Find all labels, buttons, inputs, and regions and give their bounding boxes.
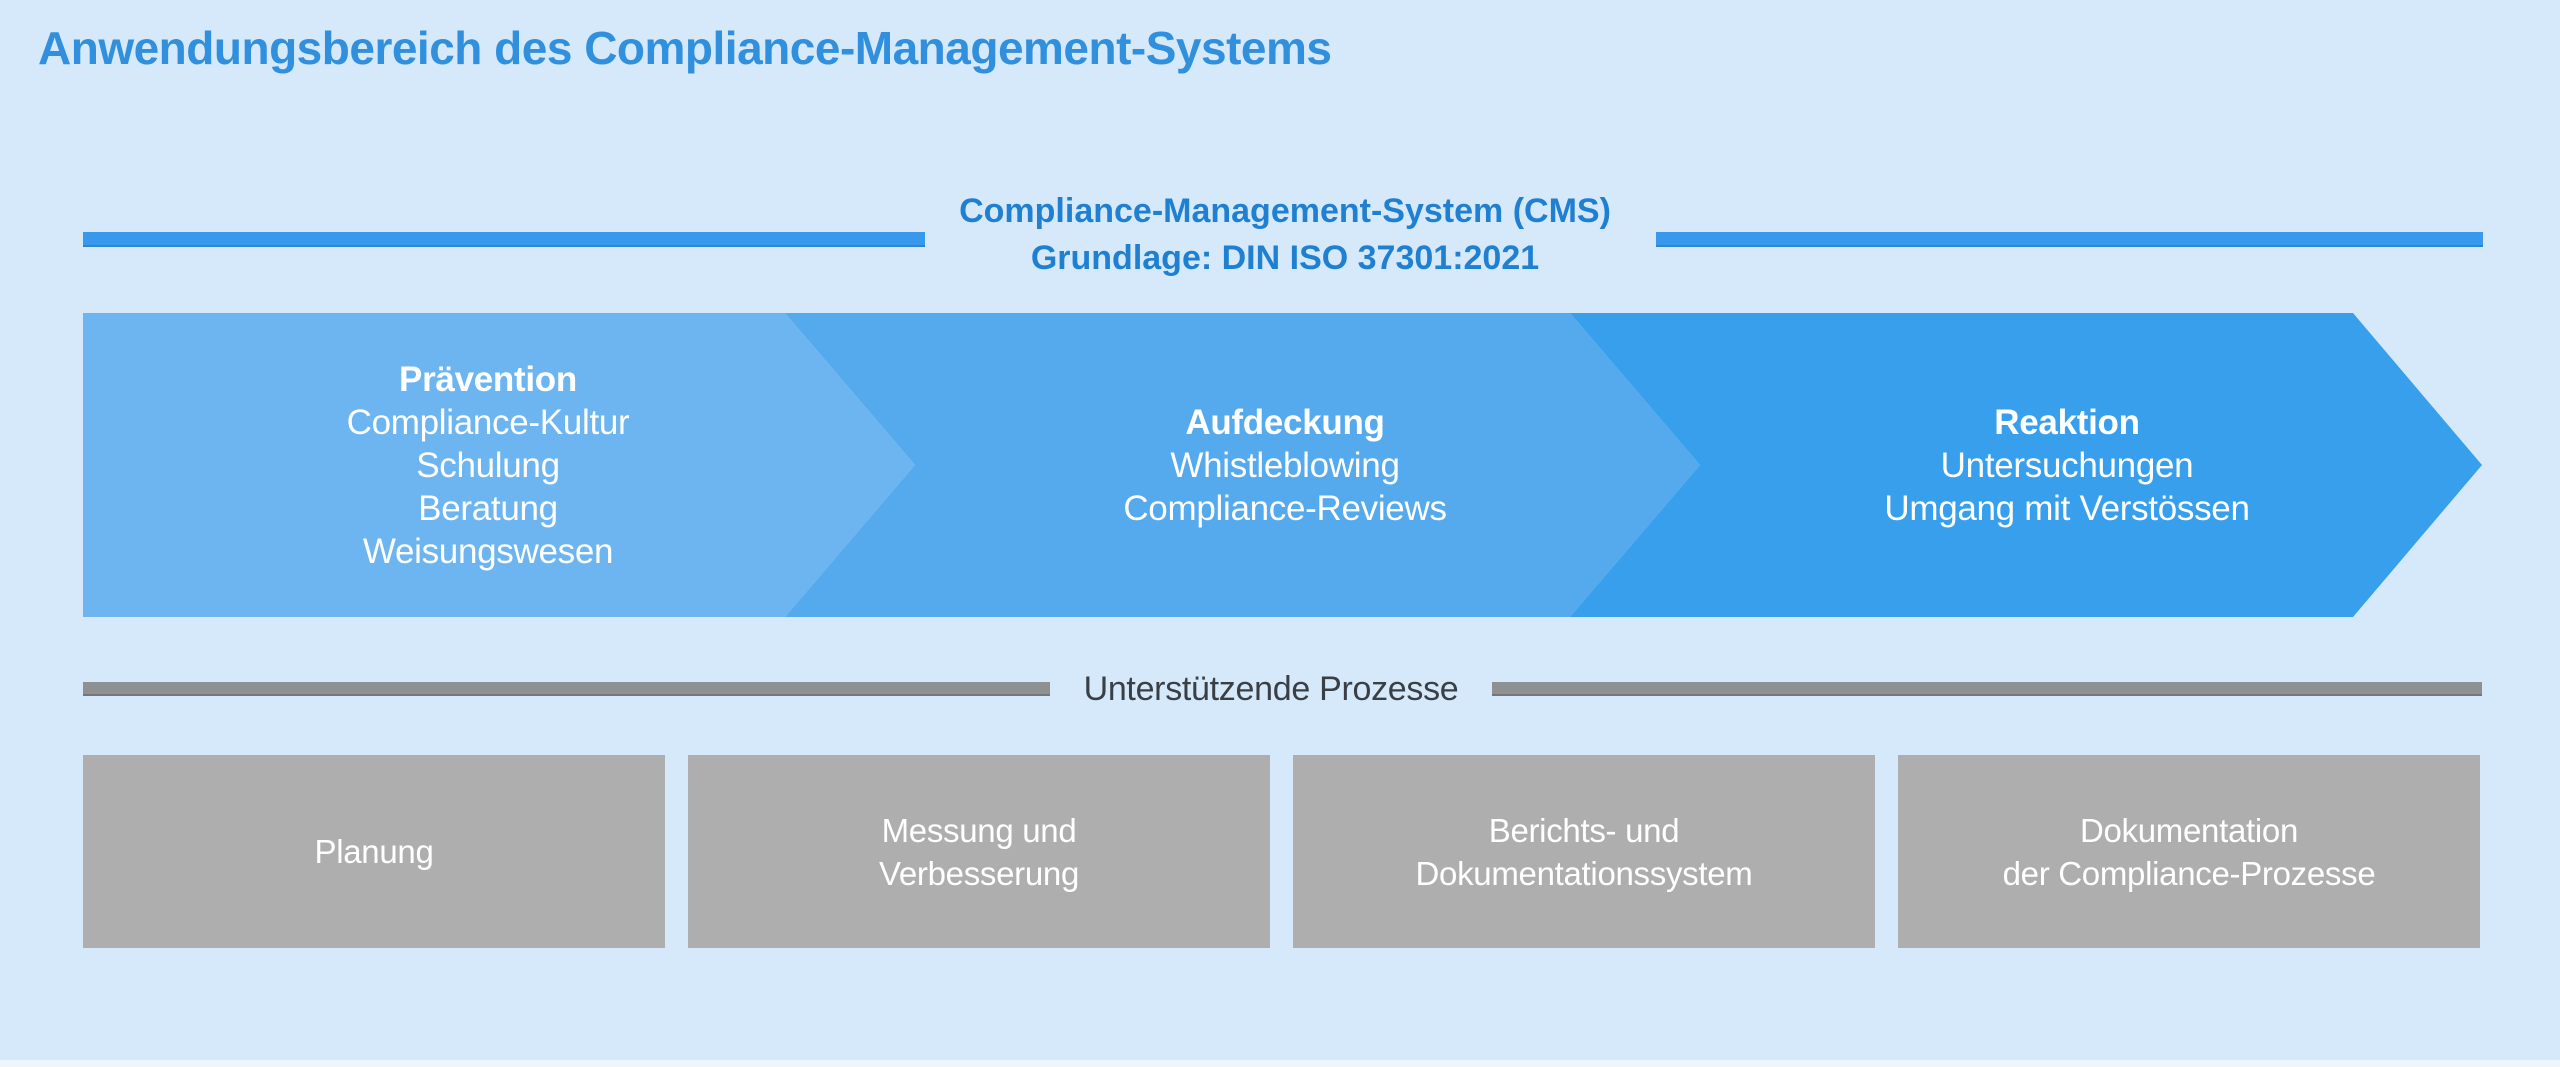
page-title: Anwendungsbereich des Compliance-Managem… <box>38 22 1332 74</box>
phase-reaktion-text: Reaktion Untersuchungen Umgang mit Verst… <box>1712 313 2422 617</box>
support-box-dokumentation: Dokumentation der Compliance-Prozesse <box>1898 755 2480 948</box>
phase-item: Compliance-Reviews <box>1123 488 1447 528</box>
support-box-line: Messung und <box>881 811 1077 849</box>
phase-title: Aufdeckung <box>1185 402 1385 442</box>
cms-header-line1: Compliance-Management-System (CMS) <box>959 192 1611 230</box>
support-box-berichtssystem: Berichts- und Dokumentationssystem <box>1293 755 1875 948</box>
support-box-line: Verbesserung <box>878 854 1080 892</box>
phase-item: Whistleblowing <box>1170 445 1400 485</box>
phase-praevention-chevron <box>83 313 915 617</box>
phase-aufdeckung-chevron <box>785 313 1700 617</box>
support-box-line: Dokumentation <box>2079 811 2299 849</box>
support-box-line: Planung <box>314 833 434 870</box>
cms-header: Compliance-Management-System (CMS) Grund… <box>935 188 1635 282</box>
phase-item: Beratung <box>418 488 558 528</box>
support-box-line: Berichts- und <box>1488 811 1680 849</box>
process-arrow-shapes <box>83 313 2482 617</box>
phase-aufdeckung-text: Aufdeckung Whistleblowing Compliance-Rev… <box>930 313 1640 617</box>
phase-title: Prävention <box>399 359 577 399</box>
phase-item: Weisungswesen <box>362 531 614 571</box>
phase-item: Compliance-Kultur <box>346 402 630 442</box>
process-arrow-band: Prävention Compliance-Kultur Schulung Be… <box>83 313 2482 617</box>
phase-item: Schulung <box>416 445 560 485</box>
support-box-planung: Planung <box>83 755 665 948</box>
support-box-messung: Messung und Verbesserung <box>688 755 1270 948</box>
support-processes-label: Unterstützende Prozesse <box>1083 670 1459 708</box>
cms-header-bar-right <box>1656 232 2483 247</box>
phase-reaktion-chevron <box>1570 313 2482 617</box>
cms-header-bar-left <box>83 232 925 247</box>
cms-header-line2: Grundlage: DIN ISO 37301:2021 <box>1030 239 1540 277</box>
support-bar-left <box>83 682 1050 696</box>
support-bar-right <box>1492 682 2482 696</box>
bottom-edge-strip <box>0 1060 2560 1067</box>
phase-title: Reaktion <box>1994 402 2140 442</box>
support-box-line: der Compliance-Prozesse <box>2002 854 2376 892</box>
phase-item: Umgang mit Verstössen <box>1884 488 2250 528</box>
support-box-line: Dokumentationssystem <box>1415 854 1753 892</box>
phase-praevention-text: Prävention Compliance-Kultur Schulung Be… <box>83 313 893 617</box>
phase-item: Untersuchungen <box>1940 445 2194 485</box>
